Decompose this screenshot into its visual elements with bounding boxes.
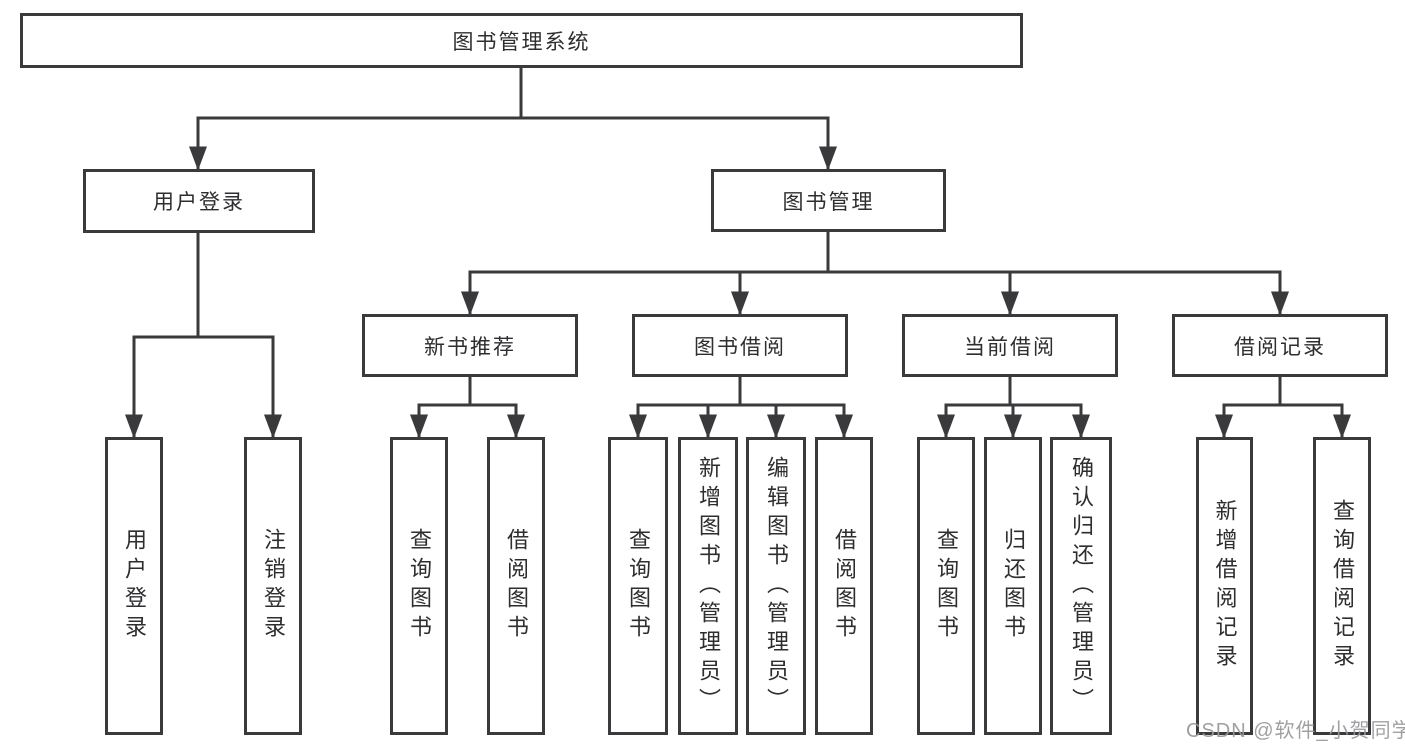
leaf-user-login-label: 用户登录 [122, 528, 147, 644]
leaf-add-borrow-record: 新增借阅记录 [1196, 437, 1253, 735]
leaf-edit-books-admin: 编辑图书（管理员） [746, 437, 806, 735]
leaf-add-books-admin-label: 新增图书（管理员） [696, 455, 721, 717]
leaf-borrow-books-label: 借阅图书 [832, 528, 857, 644]
leaf-return-books: 归还图书 [984, 437, 1042, 735]
node-borrowing-records: 借阅记录 [1172, 314, 1388, 377]
node-book-management-label: 图书管理 [782, 190, 875, 214]
node-user-login: 用户登录 [83, 169, 315, 233]
node-system-root-label: 图书管理系统 [452, 30, 591, 54]
node-current-borrowing-label: 当前借阅 [964, 335, 1056, 359]
leaf-borrow-books-newbook-label: 借阅图书 [504, 528, 529, 644]
leaf-query-books-current-label: 查询图书 [934, 528, 959, 644]
node-book-borrowing-label: 图书借阅 [694, 335, 786, 359]
leaf-query-books-current: 查询图书 [917, 437, 975, 735]
leaf-edit-books-admin-label: 编辑图书（管理员） [764, 455, 789, 717]
node-book-management: 图书管理 [711, 169, 946, 232]
leaf-return-books-label: 归还图书 [1001, 528, 1026, 644]
node-borrowing-records-label: 借阅记录 [1234, 335, 1326, 359]
leaf-query-borrow-record-label: 查询借阅记录 [1330, 499, 1355, 673]
leaf-borrow-books-newbook: 借阅图书 [487, 437, 545, 735]
leaf-query-books-borrow-label: 查询图书 [626, 528, 651, 644]
leaf-add-borrow-record-label: 新增借阅记录 [1212, 499, 1238, 673]
leaf-add-books-admin: 新增图书（管理员） [678, 437, 738, 735]
leaf-borrow-books: 借阅图书 [815, 437, 873, 735]
leaf-query-borrow-record: 查询借阅记录 [1313, 437, 1371, 735]
leaf-confirm-return-admin-label: 确认归还（管理员） [1069, 455, 1094, 717]
leaf-query-books-newbook: 查询图书 [390, 437, 448, 735]
leaf-logout-label: 注销登录 [261, 528, 286, 644]
leaf-query-books-newbook-label: 查询图书 [407, 528, 432, 644]
node-current-borrowing: 当前借阅 [902, 314, 1118, 377]
csdn-watermark: CSDN @软件_小贺同学 [1186, 720, 1405, 742]
node-system-root: 图书管理系统 [20, 13, 1023, 68]
node-new-book-recommendation: 新书推荐 [362, 314, 578, 377]
node-book-borrowing: 图书借阅 [632, 314, 848, 377]
node-user-login-label: 用户登录 [153, 191, 245, 214]
leaf-confirm-return-admin: 确认归还（管理员） [1050, 437, 1112, 735]
node-new-book-recommendation-label: 新书推荐 [424, 335, 516, 359]
leaf-query-books-borrow: 查询图书 [608, 437, 668, 735]
leaf-logout: 注销登录 [244, 437, 302, 735]
leaf-user-login: 用户登录 [105, 437, 163, 735]
